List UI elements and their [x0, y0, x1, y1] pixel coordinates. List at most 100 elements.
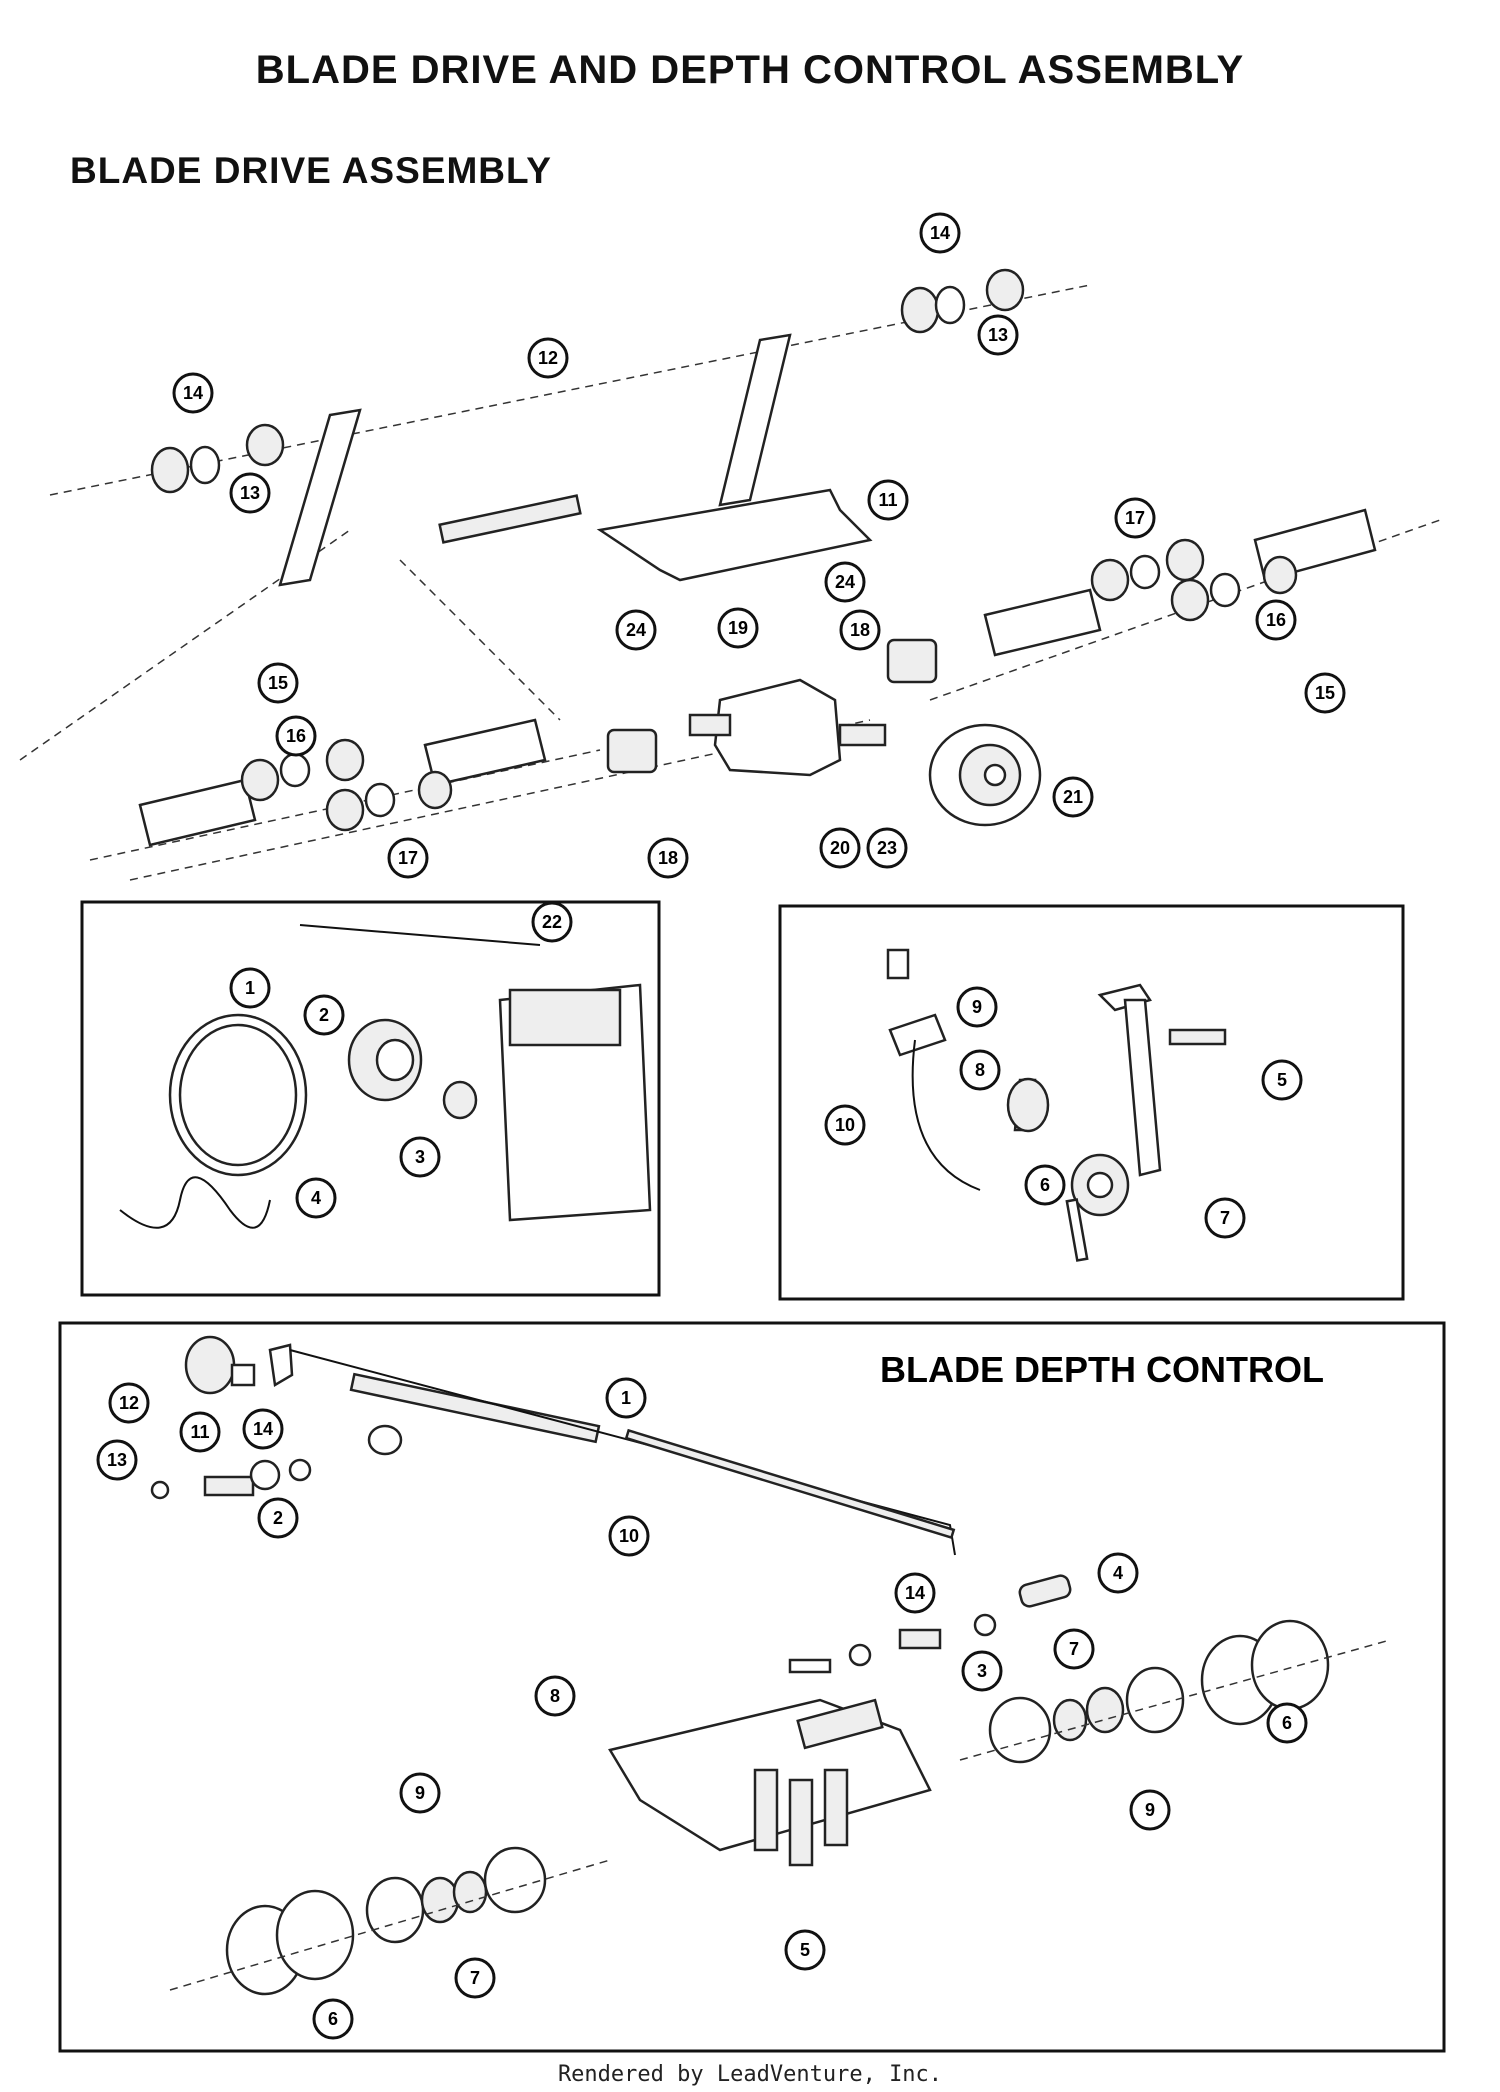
crank-handle [268, 1343, 294, 1388]
callout-depth-16: 6 [312, 1998, 354, 2040]
svg-text:11: 11 [190, 1422, 209, 1442]
inset-belt-drive [80, 900, 661, 1297]
svg-text:14: 14 [183, 383, 203, 403]
svg-text:18: 18 [850, 620, 870, 640]
callout-drive-16: 18 [647, 837, 689, 879]
svg-text:9: 9 [1145, 1800, 1155, 1820]
callout-depth-12: 8 [534, 1675, 576, 1717]
callout-depth-15: 7 [454, 1957, 496, 1999]
callout-depth-9: 3 [961, 1650, 1003, 1692]
callout-drive-10: 19 [717, 607, 759, 649]
threaded-rod [624, 1428, 956, 1540]
svg-text:10: 10 [619, 1526, 639, 1546]
callout-drive-2: 12 [527, 337, 569, 379]
svg-text:17: 17 [398, 848, 418, 868]
callout-drive-0: 14 [919, 212, 961, 254]
flange-plate-left-1 [138, 778, 257, 847]
bearing-block-left [606, 728, 658, 774]
callout-drive-5: 11 [867, 479, 909, 521]
svg-text:12: 12 [119, 1393, 139, 1413]
callout-inset-left-3: 3 [399, 1136, 441, 1178]
callout-inset-right-1: 10 [824, 1104, 866, 1146]
spring-1 [753, 1768, 779, 1852]
belt-guide [886, 948, 910, 980]
trunnion [1018, 1574, 1072, 1608]
svg-text:14: 14 [253, 1419, 273, 1439]
callout-depth-4: 2 [257, 1497, 299, 1539]
bearing-flange [150, 446, 190, 494]
gearbox-input-shaft [688, 713, 732, 737]
svg-text:5: 5 [800, 1940, 810, 1960]
callout-depth-7: 4 [1097, 1552, 1139, 1594]
extension-spring-small [1006, 1077, 1050, 1133]
nut [230, 1363, 256, 1387]
callout-inset-left-2: 2 [303, 994, 345, 1036]
callout-depth-10: 7 [1053, 1628, 1095, 1670]
svg-text:18: 18 [658, 848, 678, 868]
bearing-block-right [886, 638, 938, 684]
svg-text:3: 3 [415, 1147, 425, 1167]
page-title: BLADE DRIVE AND DEPTH CONTROL ASSEMBLY [255, 48, 1245, 92]
callout-drive-6: 17 [1114, 497, 1156, 539]
callout-drive-13: 15 [257, 662, 299, 704]
callout-inset-right-5: 7 [1204, 1197, 1246, 1239]
callout-drive-3: 14 [172, 372, 214, 414]
callout-inset-right-0: 9 [956, 986, 998, 1028]
callout-drive-14: 16 [275, 715, 317, 757]
gearbox-output-shaft [838, 723, 887, 747]
svg-text:4: 4 [311, 1188, 321, 1208]
callout-depth-6: 10 [608, 1515, 650, 1557]
callout-drive-4: 13 [229, 472, 271, 514]
callout-inset-left-1: 1 [229, 967, 271, 1009]
adjustment-knob [184, 1335, 236, 1395]
flange-plate-right-1 [983, 588, 1102, 657]
callout-depth-13: 9 [399, 1772, 441, 1814]
callout-drive-15: 17 [387, 837, 429, 879]
svg-text:24: 24 [626, 620, 646, 640]
callout-drive-8: 15 [1304, 672, 1346, 714]
inset-left-frame [80, 900, 661, 1297]
svg-text:14: 14 [905, 1583, 925, 1603]
extension-spring [1168, 1028, 1227, 1046]
callout-drive-1: 13 [977, 314, 1019, 356]
svg-text:16: 16 [286, 726, 306, 746]
svg-text:19: 19 [728, 618, 748, 638]
spring-3 [823, 1768, 849, 1847]
svg-text:16: 16 [1266, 610, 1286, 630]
svg-text:8: 8 [550, 1686, 560, 1706]
svg-text:11: 11 [878, 490, 897, 510]
svg-text:7: 7 [1220, 1208, 1230, 1228]
callout-depth-5: 1 [605, 1377, 647, 1419]
inset-idler [778, 904, 1405, 1301]
svg-text:22: 22 [542, 912, 562, 932]
svg-text:8: 8 [975, 1060, 985, 1080]
depth-control-frame [58, 1321, 1446, 2053]
callout-inset-left-0: 22 [531, 901, 573, 943]
callout-depth-8: 14 [894, 1572, 936, 1614]
svg-text:13: 13 [988, 325, 1008, 345]
svg-text:2: 2 [273, 1508, 283, 1528]
callout-drive-9: 24 [615, 609, 657, 651]
callout-depth-3: 14 [242, 1408, 284, 1450]
svg-text:9: 9 [415, 1783, 425, 1803]
callout-depth-14: 9 [1129, 1789, 1171, 1831]
idler-arm-top [1097, 983, 1152, 1012]
spacer-right [898, 1628, 942, 1650]
blade-drive-assembly [19, 268, 1441, 881]
spring-2 [788, 1778, 814, 1867]
svg-text:12: 12 [538, 348, 558, 368]
callout-depth-0: 12 [108, 1382, 150, 1424]
callout-inset-right-3: 5 [1261, 1059, 1303, 1101]
callout-drive-11: 18 [839, 609, 881, 651]
svg-text:14: 14 [930, 223, 950, 243]
callout-depth-1: 13 [96, 1439, 138, 1481]
svg-text:6: 6 [1040, 1175, 1050, 1195]
svg-text:13: 13 [107, 1450, 127, 1470]
svg-text:7: 7 [470, 1968, 480, 1988]
callout-depth-2: 11 [179, 1411, 221, 1453]
svg-text:1: 1 [621, 1388, 631, 1408]
gearbox [713, 678, 842, 777]
callout-depth-17: 5 [784, 1929, 826, 1971]
svg-text:21: 21 [1063, 787, 1083, 807]
